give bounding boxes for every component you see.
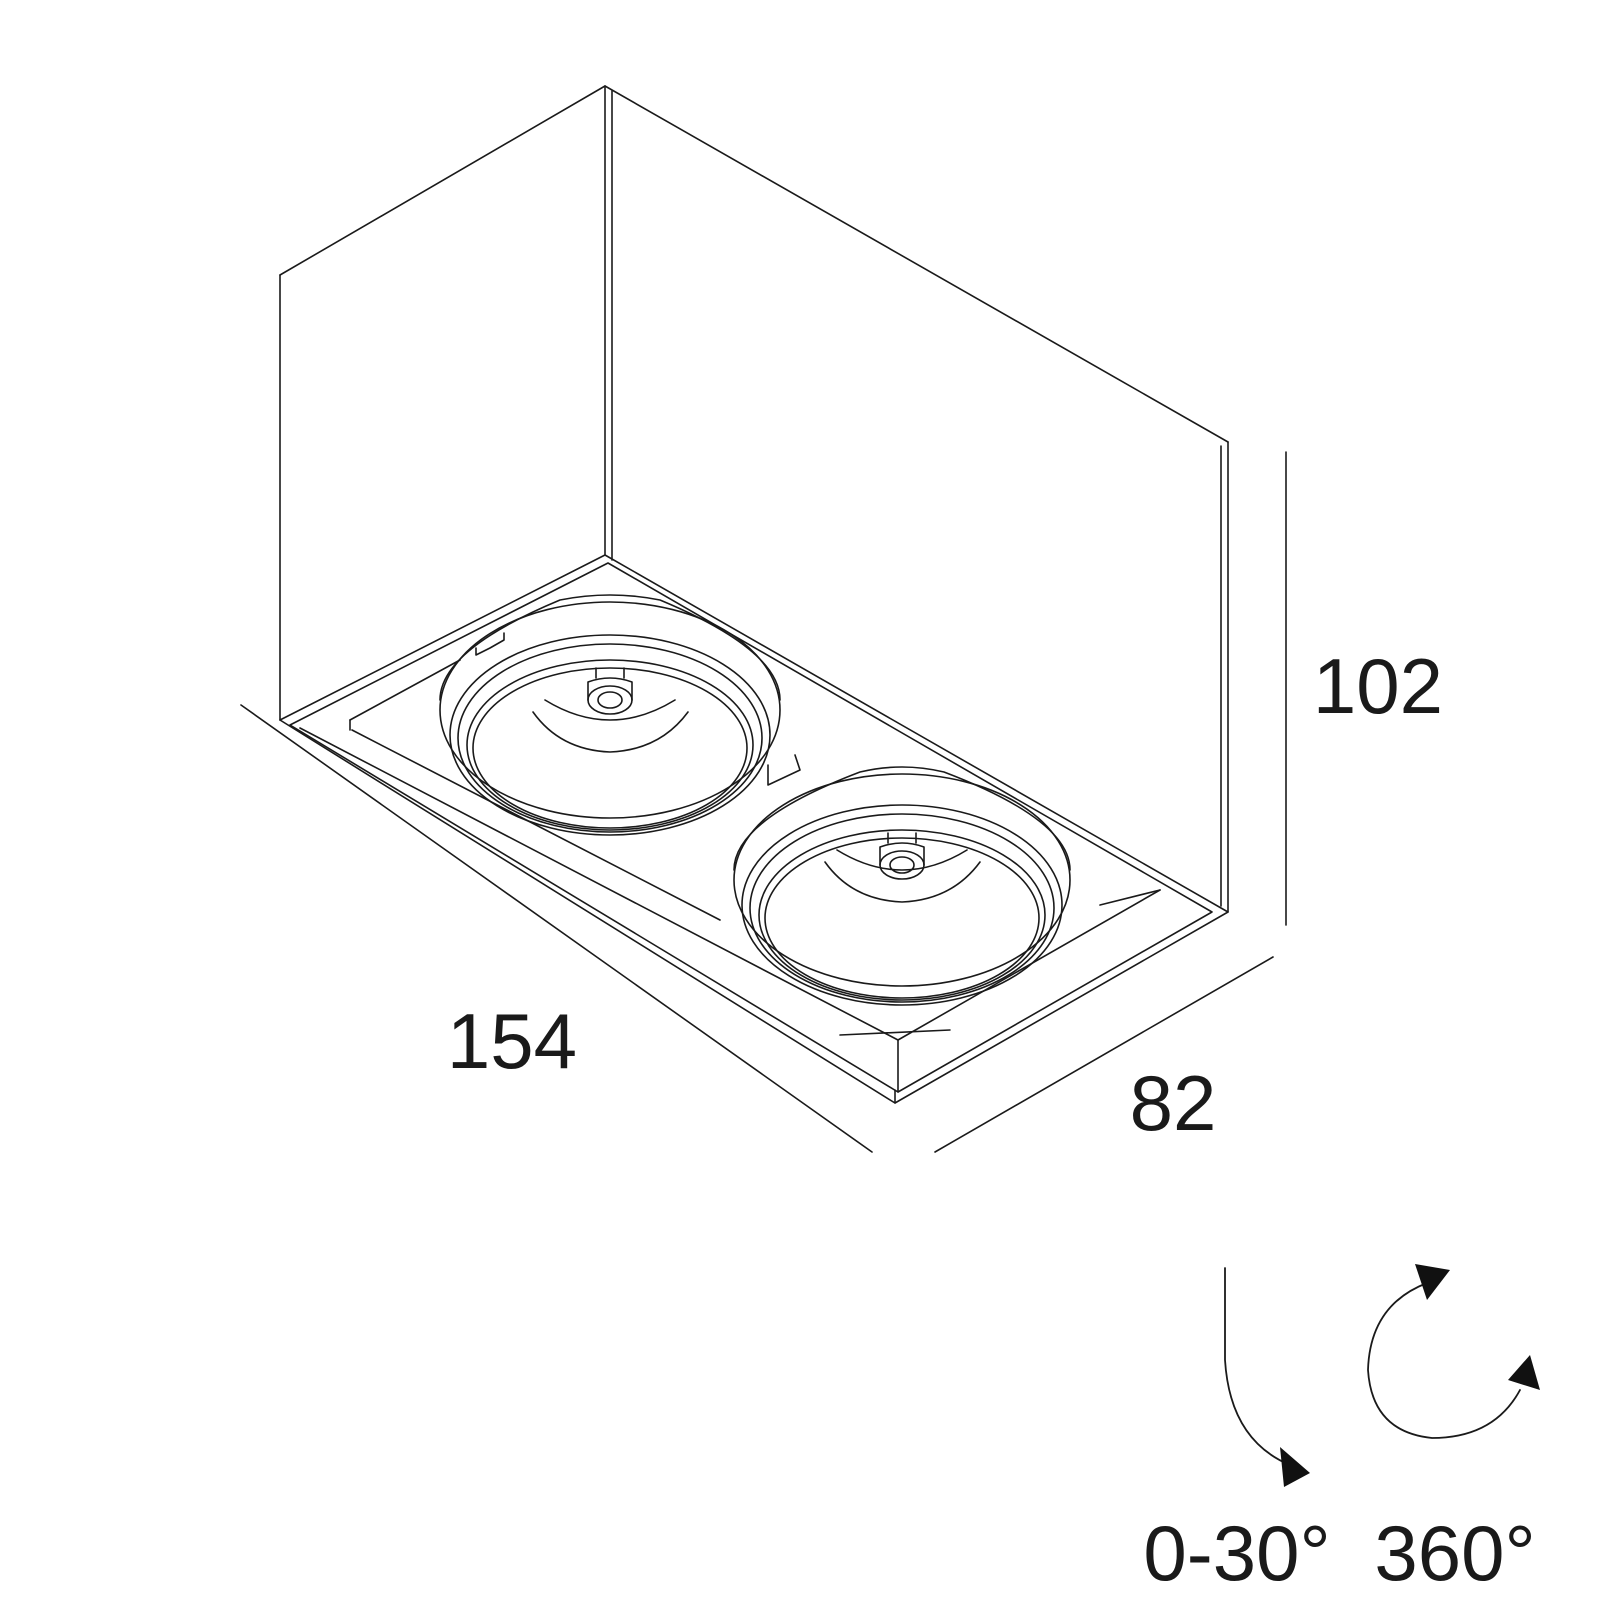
housing-box — [279, 85, 1229, 1104]
rotate-angle-label: 360° — [1374, 1509, 1535, 1597]
dimension-depth-label: 82 — [1130, 1059, 1217, 1147]
rotate-arrow-icon — [1367, 1264, 1540, 1439]
spotlight-right — [733, 766, 1071, 1006]
dimension-line-length — [240, 704, 873, 1153]
spotlight-left — [439, 594, 781, 836]
dimension-length-label: 154 — [447, 997, 577, 1085]
tilt-angle-label: 0-30° — [1143, 1509, 1330, 1597]
dimension-line-depth — [934, 956, 1274, 1153]
dimension-height-label: 102 — [1313, 642, 1443, 730]
tilt-arrow-icon — [1224, 1267, 1310, 1487]
